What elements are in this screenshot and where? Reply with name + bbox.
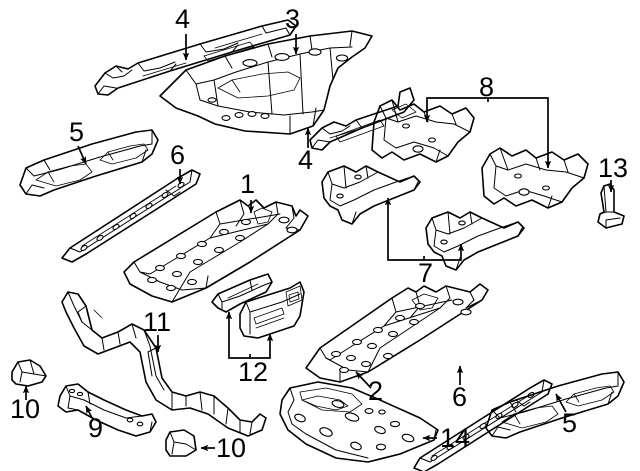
callout-14: 14: [440, 423, 471, 453]
part-7-upper-crossmember: [321, 165, 421, 225]
part-12-upper-bracket: [211, 273, 273, 313]
part-4-right-side-member: [309, 87, 415, 151]
leader-lines: [22, 34, 615, 452]
leader-5-right: [555, 393, 567, 413]
part-3-tunnel-reinforcement: [159, 30, 373, 135]
callout-8: 8: [479, 72, 495, 102]
callout-1: 1: [240, 169, 256, 199]
part-11-tunnel-member: [61, 291, 267, 437]
part-1-center-floor-pan: [123, 199, 309, 303]
leader-5-left: [77, 145, 87, 165]
callout-7: 7: [418, 258, 434, 288]
callout-4-right: 4: [298, 145, 314, 175]
part-2-rear-floor-pan: [305, 283, 489, 383]
callout-3: 3: [285, 4, 301, 34]
part-6-left-rocker-bar: [61, 169, 201, 263]
part-8-right-crossmember: [481, 147, 589, 209]
callout-6-left: 6: [170, 140, 186, 170]
part-5-left-rocker-inner: [19, 129, 159, 197]
callout-10-left: 10: [10, 394, 41, 424]
callout-5-right: 5: [562, 408, 578, 438]
part-5-right-rocker-inner: [485, 371, 625, 439]
part-13-gusset: [597, 183, 625, 229]
callout-6-right: 6: [452, 382, 468, 412]
leader-9: [85, 405, 93, 419]
callout-9: 9: [88, 413, 104, 443]
part-12-right-bracket: [239, 281, 305, 339]
part-10-left-bracket: [11, 359, 47, 387]
leader-2: [355, 371, 372, 389]
part-10-right-bracket: [165, 429, 197, 457]
part-9-front-crossmember: [57, 383, 157, 437]
callout-5-left: 5: [69, 117, 85, 147]
callout-10-right: 10: [216, 433, 247, 463]
part-7-lower-crossmember: [425, 211, 525, 271]
callout-12: 12: [238, 357, 269, 387]
part-4-left-side-member: [94, 19, 297, 96]
callout-2: 2: [368, 376, 384, 406]
part-8-left-crossmember: [371, 99, 475, 163]
callout-13: 13: [598, 153, 629, 183]
callout-4-left: 4: [175, 4, 191, 34]
callout-11: 11: [143, 307, 172, 337]
part-14-rear-floor-panel: [279, 381, 439, 463]
